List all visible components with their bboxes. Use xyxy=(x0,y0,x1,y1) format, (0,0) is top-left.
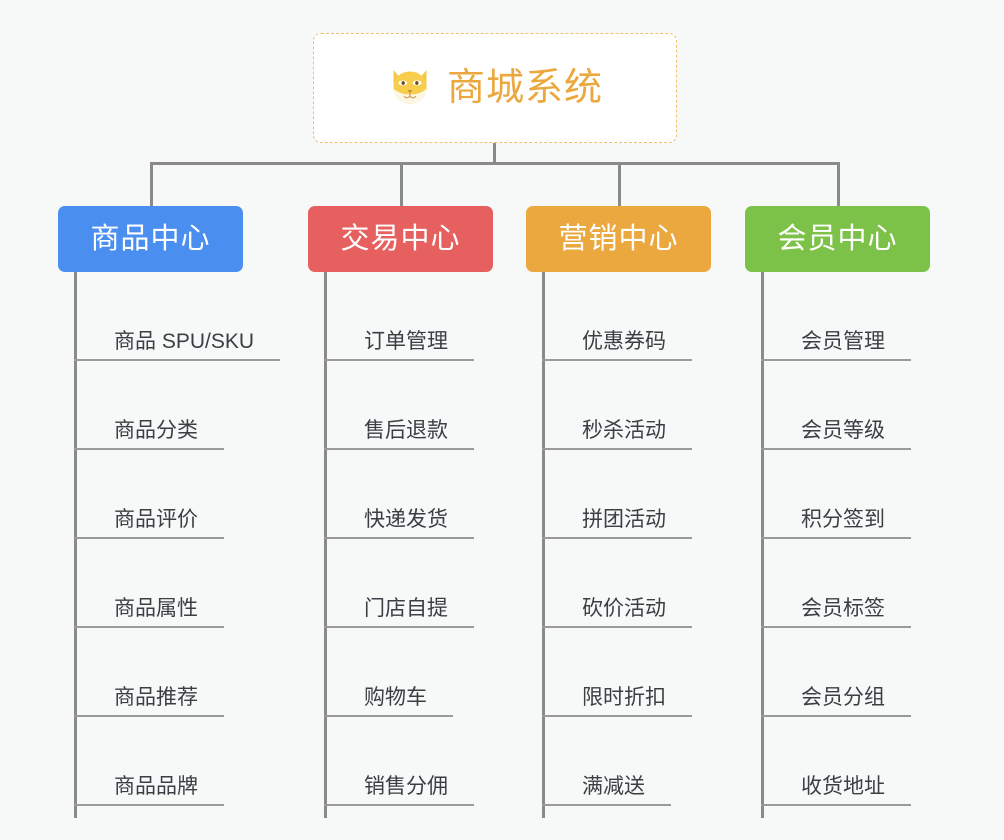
column-rail xyxy=(542,272,545,818)
list-item-label: 拼团活动 xyxy=(582,508,666,531)
category-node-1[interactable]: 商品中心 xyxy=(58,206,243,272)
connector-bus xyxy=(150,162,840,165)
list-item-label: 商品分类 xyxy=(114,419,198,442)
list-item-label: 商品评价 xyxy=(114,508,198,531)
connector-root-trunk xyxy=(493,143,496,165)
shiba-dog-face-icon xyxy=(393,70,427,104)
list-item-label: 满减送 xyxy=(582,775,645,798)
root-node[interactable]: 商城系统 xyxy=(313,33,677,143)
connector-drop-2 xyxy=(400,162,403,206)
category-node-4[interactable]: 会员中心 xyxy=(745,206,930,272)
category-label: 营销中心 xyxy=(558,222,679,255)
root-title: 商城系统 xyxy=(446,67,603,109)
list-item-label: 快递发货 xyxy=(364,508,448,531)
list-item-label: 优惠券码 xyxy=(582,330,666,353)
column-rail xyxy=(74,272,77,818)
category-node-2[interactable]: 交易中心 xyxy=(308,206,493,272)
list-item-label: 商品推荐 xyxy=(114,686,198,709)
category-label: 会员中心 xyxy=(777,222,898,255)
connector-drop-3 xyxy=(618,162,621,206)
connector-drop-4 xyxy=(837,162,840,206)
list-item-label: 积分签到 xyxy=(801,508,885,531)
list-item-label: 购物车 xyxy=(364,686,427,709)
list-item-label: 会员管理 xyxy=(801,330,885,353)
list-item-label: 订单管理 xyxy=(364,330,448,353)
column-rail xyxy=(324,272,327,818)
category-label: 商品中心 xyxy=(90,222,211,255)
list-item-label: 商品 SPU/SKU xyxy=(114,330,255,353)
list-item-label: 售后退款 xyxy=(364,419,448,442)
list-item-label: 销售分佣 xyxy=(364,775,448,798)
list-item-label: 会员标签 xyxy=(801,597,885,620)
list-item-label: 秒杀活动 xyxy=(582,419,666,442)
list-item-label: 商品品牌 xyxy=(114,775,198,798)
list-item-label: 门店自提 xyxy=(364,597,448,620)
list-item-label: 会员分组 xyxy=(801,686,885,709)
list-item-label: 限时折扣 xyxy=(582,686,666,709)
connector-drop-1 xyxy=(150,162,153,206)
category-label: 交易中心 xyxy=(340,222,461,255)
category-node-3[interactable]: 营销中心 xyxy=(526,206,711,272)
list-item-label: 砍价活动 xyxy=(582,597,666,620)
list-item-label: 收货地址 xyxy=(801,775,885,798)
column-rail xyxy=(761,272,764,818)
list-item-label: 会员等级 xyxy=(801,419,885,442)
list-item-label: 商品属性 xyxy=(114,597,198,620)
